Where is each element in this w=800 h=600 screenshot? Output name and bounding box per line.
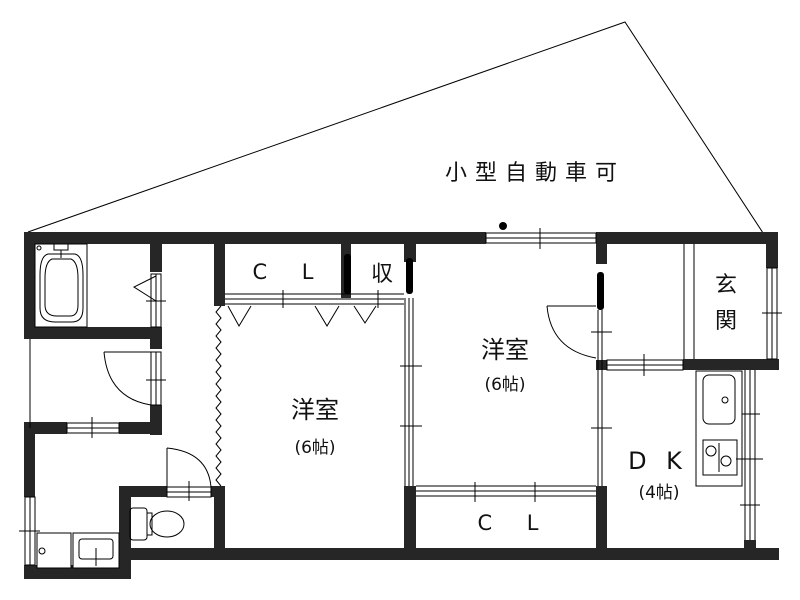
wash-basin-icon: [72, 532, 120, 569]
sliding-partition: [591, 310, 612, 486]
washing-machine-icon: [36, 532, 72, 569]
lot-boundary-line: [27, 21, 766, 237]
sliding-partition[interactable]: [400, 298, 422, 486]
washroom-door[interactable]: [103, 351, 166, 406]
entrance-door[interactable]: [762, 267, 782, 360]
toilet-door[interactable]: [166, 447, 212, 501]
entrance-label-1: 玄: [715, 273, 737, 298]
accordion-curtain[interactable]: [215, 305, 222, 487]
door-post: [406, 258, 413, 294]
closet-sliding-doors[interactable]: [225, 290, 404, 328]
fixture-dot: [499, 222, 507, 230]
entrance-label-2: 関: [715, 309, 737, 334]
toilet-icon: [129, 507, 185, 541]
closet-bottom-label: C L: [477, 511, 552, 535]
western-room-right-name: 洋室: [481, 336, 529, 364]
room-door[interactable]: [546, 305, 597, 359]
dk-door[interactable]: [606, 354, 684, 376]
kitchen-counter-icon: [695, 370, 763, 487]
bath-door[interactable]: [132, 273, 166, 328]
walls: [24, 232, 779, 579]
storage-label: 収: [371, 262, 393, 287]
western-room-left-name: 洋室: [291, 396, 339, 424]
bathtub-icon: [34, 243, 88, 328]
parking-label: 小型自動車可: [445, 161, 625, 186]
dining-kitchen-name: D K: [628, 447, 688, 475]
western-room-left-size: (6帖): [294, 438, 335, 458]
window: [66, 417, 120, 438]
western-room-right-size: (6帖): [484, 375, 525, 395]
closet-bottom-sliding-doors[interactable]: [416, 482, 596, 502]
dining-kitchen-size: (4帖): [638, 483, 679, 503]
window: [485, 228, 597, 249]
closet-top-label: C L: [252, 260, 327, 284]
window: [19, 496, 40, 566]
door-post: [597, 272, 604, 310]
door-post: [344, 254, 351, 294]
